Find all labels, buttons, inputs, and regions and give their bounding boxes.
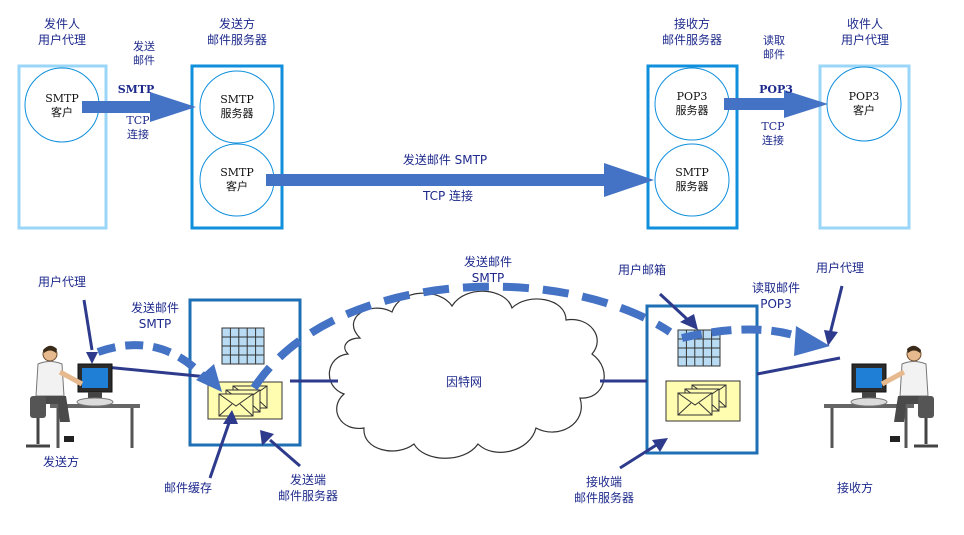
send-smtp-top-label: 发送邮件 SMTP xyxy=(463,255,512,285)
arrow1-action: 发送 邮件 xyxy=(133,40,155,67)
envelope-stack-icon-right xyxy=(665,380,741,422)
sender-server-title: 发送方 邮件服务器 xyxy=(206,17,267,47)
sender-server-label: 发送端 邮件服务器 xyxy=(277,473,338,503)
pointer-user-agent-right xyxy=(828,285,844,335)
receiver-server-title: 接收方 邮件服务器 xyxy=(661,17,722,47)
dashed-arrow-head-left xyxy=(196,364,222,392)
dashed-arrow-left-user-to-server xyxy=(96,341,208,381)
sender-smtp-client-in-server: SMTP 客户 xyxy=(220,166,254,193)
arrow2-conn: TCP 连接 xyxy=(422,189,474,203)
top-sender-agent-box xyxy=(17,64,108,230)
link-receiver-server-to-right-user xyxy=(756,356,841,376)
arrow3-proto: POP3 xyxy=(759,83,793,96)
user-mailbox-label: 用户邮箱 xyxy=(617,263,666,277)
pointer-mail-cache xyxy=(208,419,232,479)
arrow2-proto: 发送邮件 SMTP xyxy=(402,153,488,167)
user-agent-right-label: 用户代理 xyxy=(815,261,864,275)
receiver-pop3-client: POP3 客户 xyxy=(848,90,880,117)
top-sender-server-box xyxy=(190,64,284,230)
arrow3-conn: TCP 连接 xyxy=(761,120,785,147)
mail-cache-label: 邮件缓存 xyxy=(163,481,212,495)
person-at-computer-icon-right xyxy=(824,346,938,448)
pointer-receiver-server xyxy=(619,442,659,470)
read-pop3-label: 读取邮件 POP3 xyxy=(751,281,800,311)
internet-label: 因特网 xyxy=(445,375,482,389)
mailbox-grid-icon-left xyxy=(221,327,265,365)
pointer-user-mailbox xyxy=(658,292,690,322)
dashed-arrow-server-to-server xyxy=(250,282,673,391)
sender-agent-title: 发件人 用户代理 xyxy=(37,17,86,47)
receiver-server-label: 接收端 邮件服务器 xyxy=(573,475,634,505)
pointer-sender-server xyxy=(269,438,301,468)
receiver-agent-title: 收件人 用户代理 xyxy=(840,17,889,47)
arrow-pop3-server-to-client xyxy=(724,90,828,118)
top-receiver-server-box xyxy=(646,64,739,230)
arrow-server-to-server xyxy=(266,163,654,197)
receiver-side-label: 接收方 xyxy=(836,481,873,495)
top-receiver-agent-box xyxy=(818,64,911,230)
sender-side-label: 发送方 xyxy=(42,455,79,469)
dashed-arrow-pop3 xyxy=(681,325,810,344)
arrow1-proto: SMTP xyxy=(117,83,155,96)
arrow-smtp-client-to-server xyxy=(82,92,196,122)
link-left-user-to-sender-server xyxy=(94,364,209,379)
send-smtp-left-label: 发送邮件 SMTP xyxy=(130,301,179,331)
receiver-smtp-server: SMTP 服务器 xyxy=(675,166,709,193)
pointer-user-agent-left xyxy=(82,299,94,351)
arrow3-action: 读取 邮件 xyxy=(763,34,785,61)
bottom-sender-server-frame xyxy=(188,298,302,447)
arrow1-conn: TCP 连接 xyxy=(126,114,150,141)
receiver-pop3-server: POP3 服务器 xyxy=(675,90,709,117)
sender-smtp-client: SMTP 客户 xyxy=(45,92,79,119)
user-agent-left-label: 用户代理 xyxy=(37,275,86,289)
sender-smtp-server: SMTP 服务器 xyxy=(220,93,254,120)
internet-cloud-icon xyxy=(328,290,605,459)
person-at-computer-icon-left xyxy=(26,346,140,448)
dashed-arrow-head-right xyxy=(794,326,830,356)
